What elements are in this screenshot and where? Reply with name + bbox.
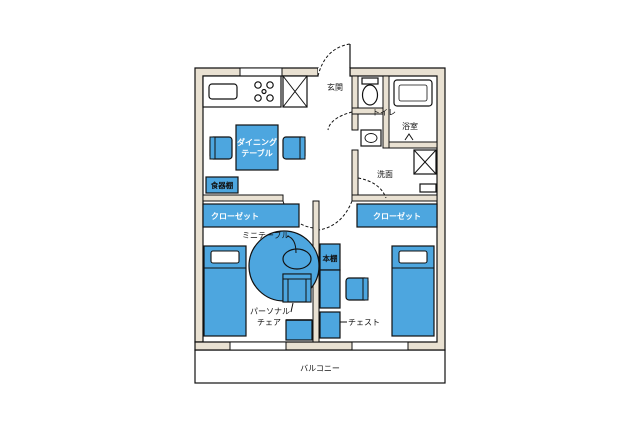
washroom-label: 洗面 — [377, 169, 393, 179]
bathtub — [393, 79, 433, 107]
callouts: ミニテーブル パーソナル チェア チェスト — [242, 230, 380, 327]
toilet-bowl — [361, 84, 379, 106]
washroom: 洗面 — [360, 129, 437, 193]
closet-left-label: クローゼット — [211, 211, 259, 221]
storage-cross-box — [413, 149, 437, 175]
dining-chair-right — [282, 136, 306, 160]
cupboard-label: 食器棚 — [211, 180, 234, 190]
sink — [208, 83, 238, 100]
personal-chair — [282, 273, 312, 303]
mini-table — [282, 248, 312, 270]
toilet-tank — [361, 77, 379, 85]
chest-callout: チェスト — [348, 318, 380, 327]
pillow — [398, 250, 428, 264]
closet-right: クローゼット — [356, 203, 438, 228]
toilet: トイレ — [361, 77, 396, 117]
balcony-label: バルコニー — [300, 364, 340, 373]
bed-left — [203, 245, 247, 337]
bath: 浴室 — [393, 79, 433, 141]
chest-left — [285, 319, 313, 341]
dining-table-label-line2: テーブル — [241, 148, 273, 158]
entrance-door — [317, 43, 351, 77]
dining-set: ダイニング テーブル — [209, 124, 306, 171]
entrance-label: 玄関 — [327, 82, 343, 92]
closet-left: クローゼット — [202, 203, 300, 228]
dining-table — [235, 124, 279, 171]
toilet-label: トイレ — [372, 108, 396, 117]
storage-cross-box — [282, 75, 308, 108]
dining-table-label-line1: ダイニング — [237, 137, 277, 147]
bed-right — [391, 245, 435, 337]
desk — [319, 269, 341, 309]
bath-door-marker — [404, 133, 414, 141]
bookshelf: 本棚 — [319, 243, 341, 271]
mini-table-callout: ミニテーブル — [242, 230, 290, 240]
pillow — [210, 250, 240, 264]
cupboard: 食器棚 — [205, 176, 239, 194]
kitchen: 玄関 — [202, 75, 343, 108]
bookshelf-label: 本棚 — [322, 253, 338, 263]
outer-walls — [194, 67, 446, 351]
closet-right-label: クローゼット — [373, 211, 421, 221]
stove-burner-icon — [254, 81, 274, 102]
personal-chair-callout-line2: チェア — [257, 318, 281, 327]
chest-right — [319, 311, 341, 339]
desk-chair — [345, 277, 369, 301]
personal-chair-callout-line1: パーソナル — [250, 307, 290, 316]
bath-label: 浴室 — [402, 121, 418, 131]
wash-basin — [360, 129, 382, 147]
washer-pan — [419, 183, 437, 193]
dining-chair-left — [209, 136, 233, 160]
balcony: バルコニー — [194, 349, 446, 384]
